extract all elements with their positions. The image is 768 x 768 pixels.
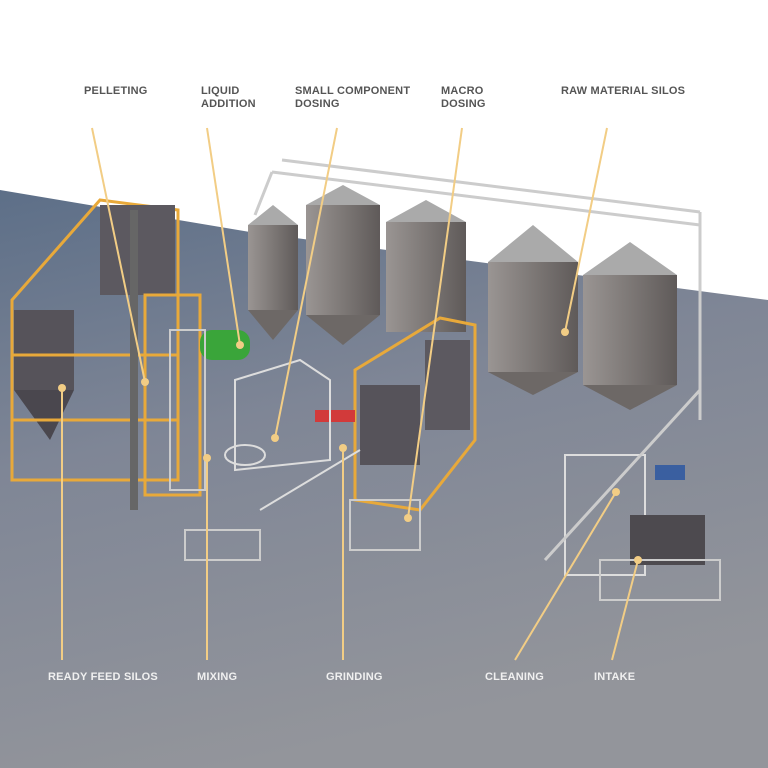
label-raw-material-silos: RAW MATERIAL SILOS bbox=[561, 85, 686, 97]
label-cleaning: CLEANING bbox=[485, 671, 545, 683]
label-small-component-dosing: SMALL COMPONENT DOSING bbox=[295, 85, 411, 110]
raw-material-silos bbox=[248, 185, 677, 410]
leader-lines bbox=[61, 127, 639, 661]
leader-pelleting bbox=[91, 127, 146, 383]
leader-macro-dosing bbox=[407, 127, 463, 519]
silo bbox=[583, 242, 677, 410]
mixing-tower bbox=[169, 329, 206, 491]
ground-equipment bbox=[184, 529, 261, 561]
leader-raw-material-silos bbox=[564, 127, 608, 333]
leader-liquid-addition bbox=[206, 127, 241, 346]
macro-dosing-structure bbox=[315, 316, 477, 551]
label-intake: INTAKE bbox=[594, 671, 636, 683]
label-liquid-addition: LIQUID ADDITION bbox=[201, 85, 256, 110]
cleaning-intake-area bbox=[543, 388, 721, 601]
silo bbox=[248, 205, 298, 340]
overhead-conveyor bbox=[253, 158, 702, 420]
leader-intake bbox=[611, 559, 639, 661]
silo bbox=[488, 225, 578, 395]
leader-small-component-dosing bbox=[274, 127, 338, 439]
label-grinding: GRINDING bbox=[326, 671, 383, 683]
silo bbox=[306, 185, 380, 345]
silo bbox=[386, 200, 466, 332]
pelleting-structure bbox=[10, 198, 202, 510]
leader-dots bbox=[58, 328, 642, 564]
label-mixing: MIXING bbox=[197, 671, 238, 683]
label-ready-feed-silos: READY FEED SILOS bbox=[48, 671, 158, 683]
leader-cleaning bbox=[514, 491, 617, 661]
liquid-tank bbox=[200, 330, 250, 360]
label-macro-dosing: MACRO DOSING bbox=[441, 85, 486, 110]
label-pelleting: PELLETING bbox=[84, 85, 148, 97]
